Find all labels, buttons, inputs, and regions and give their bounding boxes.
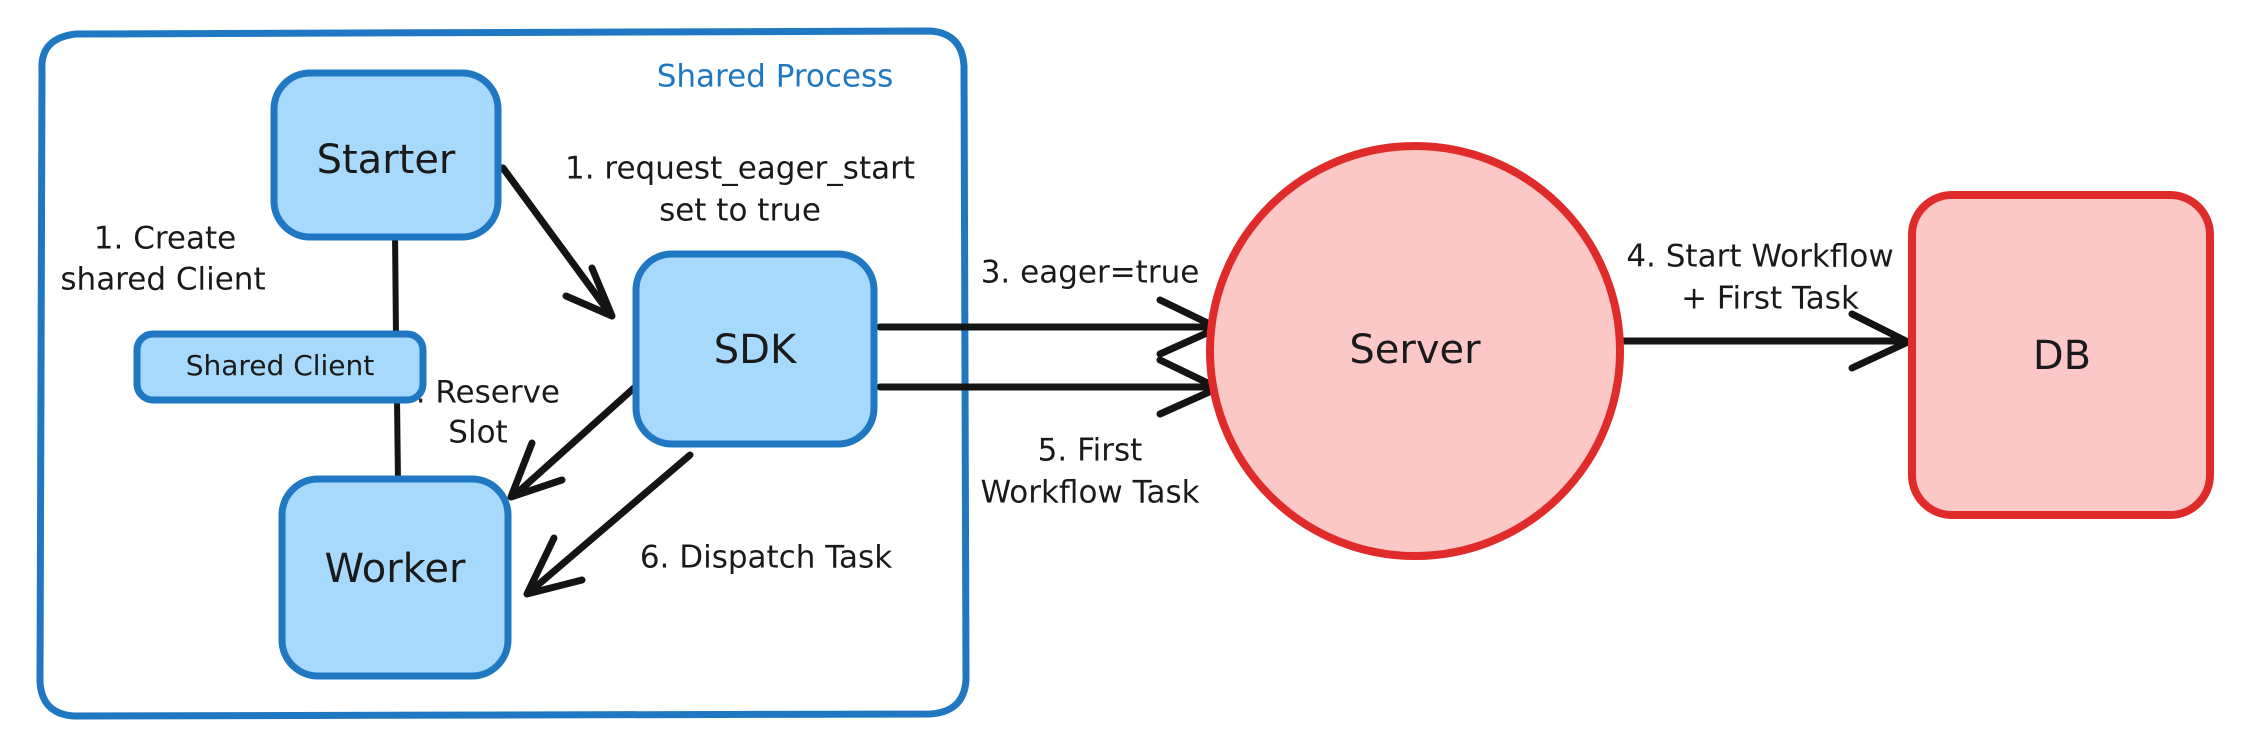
node-sdk-label: SDK xyxy=(714,327,798,373)
edge-label-dispatch-task-line1: 6. Dispatch Task xyxy=(640,540,892,576)
node-starter[interactable]: Starter xyxy=(270,69,502,241)
line-sdk-to-worker-dispatch xyxy=(528,451,694,594)
node-starter-label: Starter xyxy=(317,137,456,183)
edge-label-eager-true-line1: 3. eager=true xyxy=(981,255,1200,291)
arrowhead-starter-to-sdk xyxy=(562,264,616,320)
node-db-shape[interactable] xyxy=(1908,191,2214,519)
line-sdk-to-worker-reserve xyxy=(512,384,638,498)
node-shared-client-label: Shared Client xyxy=(186,349,375,382)
line-starter-to-shared-client xyxy=(392,228,399,340)
node-sdk[interactable]: SDK xyxy=(632,250,878,448)
edge-label-first-workflow-task-line2: Workflow Task xyxy=(980,475,1199,511)
edge-request-eager-start: 1. request_eager_start set to true xyxy=(499,151,915,320)
edge-first-workflow-task: 5. First Workflow Task xyxy=(876,356,1222,511)
node-server[interactable]: Server xyxy=(1206,142,1624,560)
edge-dispatch-task: 6. Dispatch Task xyxy=(523,451,892,598)
edge-create-shared-client: 1. Create shared Client xyxy=(60,221,401,486)
arrowhead-dispatch-task xyxy=(523,534,586,598)
node-db-label: DB xyxy=(2033,333,2091,379)
node-server-label: Server xyxy=(1349,327,1481,373)
node-sdk-shape[interactable] xyxy=(632,250,878,448)
edge-label-create-shared-client-line2: shared Client xyxy=(60,262,265,298)
line-starter-to-sdk xyxy=(499,164,612,315)
node-worker-shape[interactable] xyxy=(278,475,512,680)
node-shared-client-shape[interactable] xyxy=(133,330,427,404)
node-worker[interactable]: Worker xyxy=(278,475,512,680)
shared-process-label: Shared Process xyxy=(657,59,894,95)
edge-label-start-workflow-line1: 4. Start Workflow xyxy=(1626,239,1893,275)
edge-label-create-shared-client-line1: 1. Create xyxy=(94,221,236,257)
edge-start-workflow-first-task: 4. Start Workflow + First Task xyxy=(1616,239,1912,372)
edge-eager-true: 3. eager=true xyxy=(876,255,1222,358)
node-shared-client[interactable]: Shared Client xyxy=(133,330,427,404)
node-server-shape[interactable] xyxy=(1206,142,1624,560)
edge-label-reserve-slot-line2: Slot xyxy=(448,415,507,451)
node-starter-shape[interactable] xyxy=(270,69,502,241)
edge-label-first-workflow-task-line1: 5. First xyxy=(1038,433,1143,469)
edge-label-request-eager-start-line1: 1. request_eager_start xyxy=(565,151,915,187)
line-shared-client-to-worker xyxy=(394,396,401,486)
node-db[interactable]: DB xyxy=(1908,191,2214,519)
arrowhead-reserve-slot xyxy=(507,439,566,501)
node-worker-label: Worker xyxy=(325,546,466,592)
edge-label-start-workflow-line2: + First Task xyxy=(1681,281,1859,317)
edge-label-request-eager-start-line2: set to true xyxy=(659,193,821,229)
